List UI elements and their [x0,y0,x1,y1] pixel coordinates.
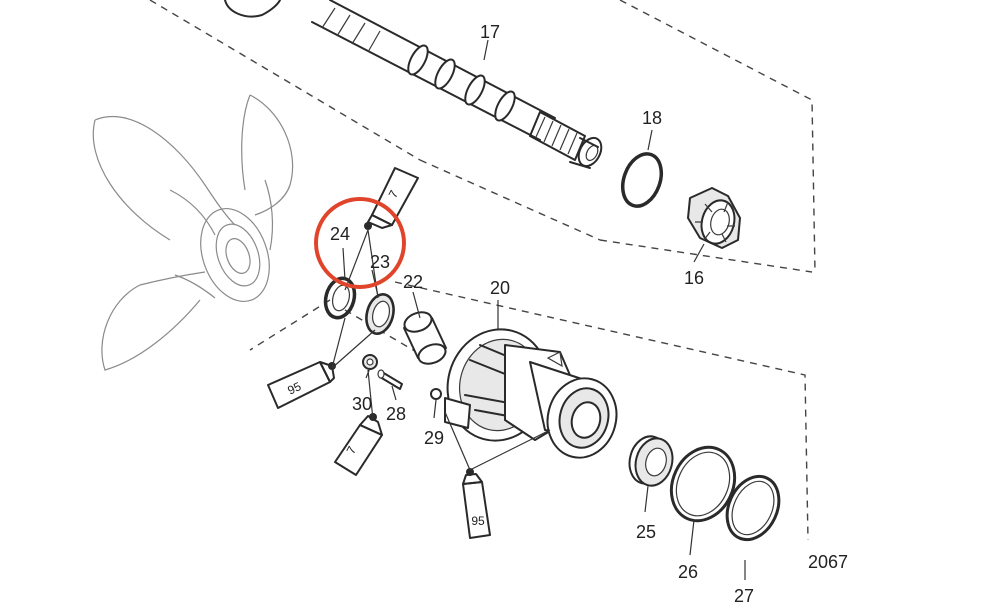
label-23: 23 [370,252,390,272]
bearing-carrier-part-20[interactable] [435,318,625,465]
label-18: 18 [642,108,662,128]
lubricant-tube-mid: 7 [334,413,383,476]
label-27: 27 [734,586,754,606]
label-30: 30 [352,394,372,414]
part-labels: 17 18 16 24 23 22 20 30 28 29 25 26 27 2… [330,22,848,606]
small-nut-part-30[interactable] [362,354,378,370]
lubricant-tube-bottom: 95 [462,468,491,539]
label-29: 29 [424,428,444,448]
tube-label-left: 95 [285,379,303,397]
bearing-sleeve-part-22[interactable] [402,309,448,367]
label-16: 16 [684,268,704,288]
thrust-ring-part-26[interactable] [660,437,746,531]
propeller-outline [92,94,294,371]
leader-lines [331,39,746,580]
assembly-boundary [149,0,816,541]
label-24: 24 [330,224,350,244]
tube-label-bottom: 95 [471,514,485,528]
highlight-circle [314,197,406,289]
lubricant-tube-top: 7 [364,167,419,230]
washer-part-29[interactable] [430,388,442,400]
propeller-shaft-part-17[interactable] [224,0,606,170]
label-20: 20 [490,278,510,298]
lubricant-tube-left: 95 [267,361,336,409]
label-17: 17 [480,22,500,42]
pin-part-28[interactable] [377,369,403,390]
label-28: 28 [386,404,406,424]
label-25: 25 [636,522,656,542]
o-ring-part-18[interactable] [616,148,668,211]
bearing-part-25[interactable] [624,432,677,490]
seal-part-23[interactable] [362,291,397,336]
nut-part-16[interactable] [687,187,741,249]
label-26: 26 [678,562,698,582]
ring-part-27[interactable] [717,468,788,548]
diagram-number: 2067 [808,552,848,572]
label-22: 22 [403,272,423,292]
